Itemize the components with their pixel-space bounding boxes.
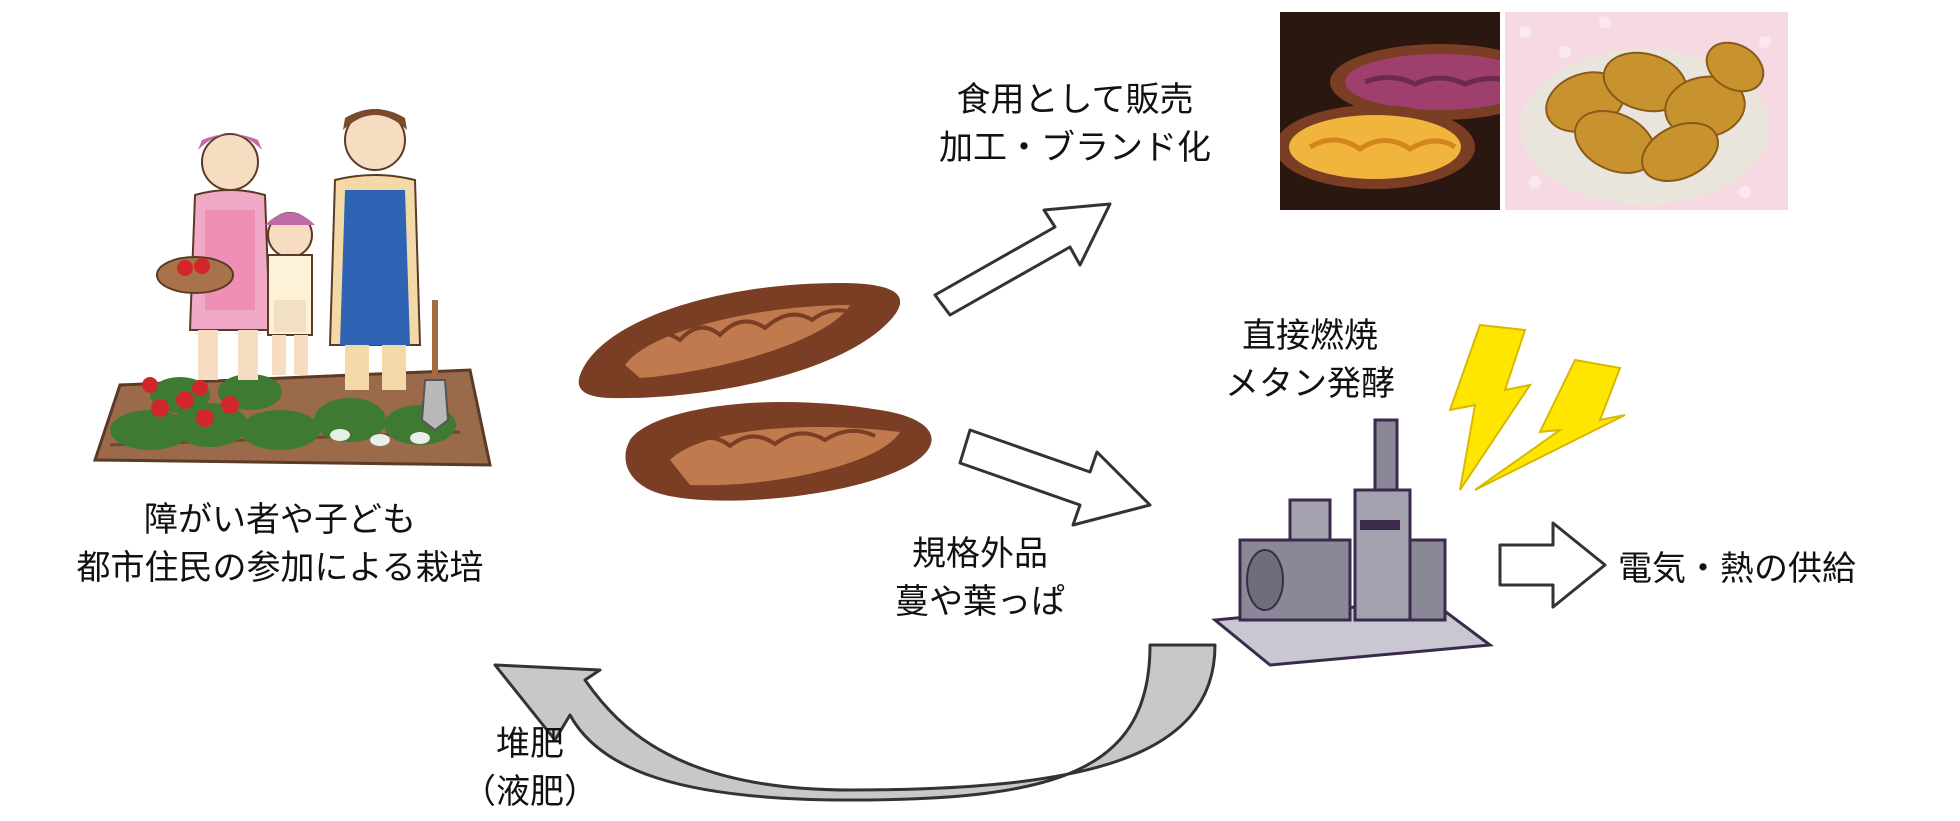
sweet-potato-chips-photo: [1505, 12, 1788, 210]
compost-label: 堆肥 （液肥）: [430, 720, 630, 816]
sweet-potato-icon: [578, 282, 932, 501]
power-plant-icon: [1211, 418, 1495, 667]
compost-line-2: （液肥）: [462, 772, 598, 812]
arrow-to-sale: [933, 202, 1112, 317]
cultivation-label: 障がい者や子ども 都市住民の参加による栽培: [0, 496, 560, 592]
offspec-label: 規格外品 蔓や葉っぱ: [850, 530, 1110, 626]
energy-process-label: 直接燃焼 メタン発酵: [1185, 312, 1435, 408]
offspec-line-2: 蔓や葉っぱ: [895, 582, 1065, 622]
sale-label: 食用として販売 加工・ブランド化: [905, 76, 1245, 172]
family-farming-illustration: [92, 109, 492, 467]
cultivation-line-2: 都市住民の参加による栽培: [76, 548, 484, 588]
lightning-bolt-icon: [1448, 323, 1626, 491]
sale-line-2: 加工・ブランド化: [939, 128, 1211, 168]
arrow-to-power-plant: [958, 428, 1152, 527]
energy-process-line-1: 直接燃焼: [1242, 316, 1378, 356]
arrow-to-output: [1498, 521, 1607, 609]
energy-process-line-2: メタン発酵: [1225, 364, 1395, 404]
compost-line-1: 堆肥: [496, 724, 564, 764]
offspec-line-1: 規格外品: [912, 534, 1048, 574]
sale-line-1: 食用として販売: [956, 80, 1194, 120]
output-label: 電気・熱の供給: [1618, 549, 1856, 589]
cultivation-line-1: 障がい者や子ども: [144, 500, 416, 540]
compost-return-arrow: [493, 643, 1217, 802]
baked-sweet-potato-photo: [1280, 12, 1500, 210]
